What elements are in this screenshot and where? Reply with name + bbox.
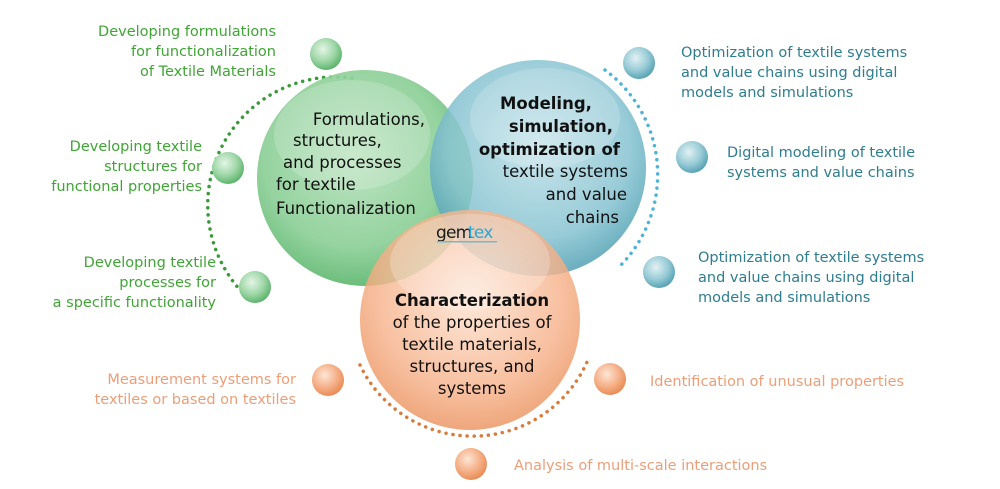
- logo-text-left: gem: [436, 223, 472, 243]
- blue-title-line: chains: [566, 208, 619, 227]
- bubble-orange-3: [455, 448, 487, 480]
- item-line: and value chains using digital: [698, 270, 914, 286]
- blue-title-line: and value: [546, 185, 627, 204]
- bubble-orange-1: [312, 364, 344, 396]
- item-line: and value chains using digital: [681, 65, 897, 81]
- bubble-green-1: [310, 38, 342, 70]
- bubble-green-3: [239, 271, 271, 303]
- green-title-line: Formulations,: [313, 110, 425, 129]
- green-item-3: Developing textile processes for a speci…: [53, 255, 217, 311]
- logo-text-right: tex: [468, 223, 493, 243]
- item-line: models and simulations: [698, 290, 870, 306]
- blue-circle-title: Modeling, simulation, optimization of te…: [479, 94, 628, 227]
- item-line: of Textile Materials: [140, 64, 276, 80]
- orange-title-line: systems: [438, 379, 506, 398]
- green-item-1: Developing formulations for functionaliz…: [98, 24, 276, 80]
- item-line: Identification of unusual properties: [650, 374, 904, 390]
- item-line: Digital modeling of textile: [727, 145, 915, 161]
- blue-title-line: Modeling,: [500, 94, 592, 113]
- orange-item-3: Analysis of multi-scale interactions: [514, 458, 767, 474]
- orange-title-line: of the properties of: [393, 313, 553, 332]
- bubble-orange-2: [594, 363, 626, 395]
- gemtex-logo: gem tex: [436, 223, 497, 243]
- item-line: a specific functionality: [53, 295, 217, 311]
- blue-dotted-arc: [603, 68, 660, 270]
- item-line: Analysis of multi-scale interactions: [514, 458, 767, 474]
- blue-item-1: Optimization of textile systems and valu…: [681, 45, 907, 101]
- green-title-line: and processes: [283, 153, 401, 172]
- item-line: systems and value chains: [727, 165, 915, 181]
- orange-item-2: Identification of unusual properties: [650, 374, 904, 390]
- blue-item-2: Digital modeling of textile systems and …: [727, 145, 915, 181]
- item-line: Developing textile: [70, 139, 202, 155]
- item-line: Measurement systems for: [107, 372, 296, 388]
- item-line: Developing textile: [84, 255, 216, 271]
- orange-title-line: structures, and: [409, 357, 534, 376]
- orange-item-1: Measurement systems for textiles or base…: [95, 372, 296, 408]
- green-title-line: structures,: [293, 131, 382, 150]
- orange-title-line: Characterization: [395, 291, 549, 310]
- item-line: textiles or based on textiles: [95, 392, 296, 408]
- green-title-line: Functionalization: [276, 199, 416, 218]
- item-line: structures for: [104, 159, 202, 175]
- bubble-green-2: [212, 152, 244, 184]
- orange-circle-title: Characterization of the properties of te…: [393, 291, 553, 398]
- green-gloss: [274, 80, 430, 190]
- green-title-line: for textile: [276, 175, 356, 194]
- bubble-blue-1: [623, 47, 655, 79]
- item-line: Optimization of textile systems: [698, 250, 924, 266]
- orange-title-line: textile materials,: [402, 335, 542, 354]
- item-line: Optimization of textile systems: [681, 45, 907, 61]
- blue-gloss: [470, 68, 620, 168]
- orange-circle: [360, 210, 580, 430]
- blue-title-line: optimization of: [479, 140, 621, 159]
- blue-item-3: Optimization of textile systems and valu…: [698, 250, 924, 306]
- green-item-2: Developing textile structures for functi…: [51, 139, 202, 195]
- logo-tagline: [437, 241, 497, 243]
- item-line: processes for: [119, 275, 216, 291]
- orange-dotted-arc: [358, 360, 589, 438]
- blue-title-line: simulation,: [509, 117, 613, 136]
- green-circle-title: Formulations, structures, and processes …: [276, 110, 425, 218]
- item-line: models and simulations: [681, 85, 853, 101]
- bubble-blue-3: [643, 256, 675, 288]
- item-line: for functionalization: [131, 44, 276, 60]
- item-line: Developing formulations: [98, 24, 276, 40]
- bubble-blue-2: [676, 141, 708, 173]
- item-line: functional properties: [51, 179, 202, 195]
- orange-gloss: [390, 214, 550, 310]
- green-dotted-arc: [206, 75, 354, 302]
- blue-title-line: textile systems: [503, 162, 628, 181]
